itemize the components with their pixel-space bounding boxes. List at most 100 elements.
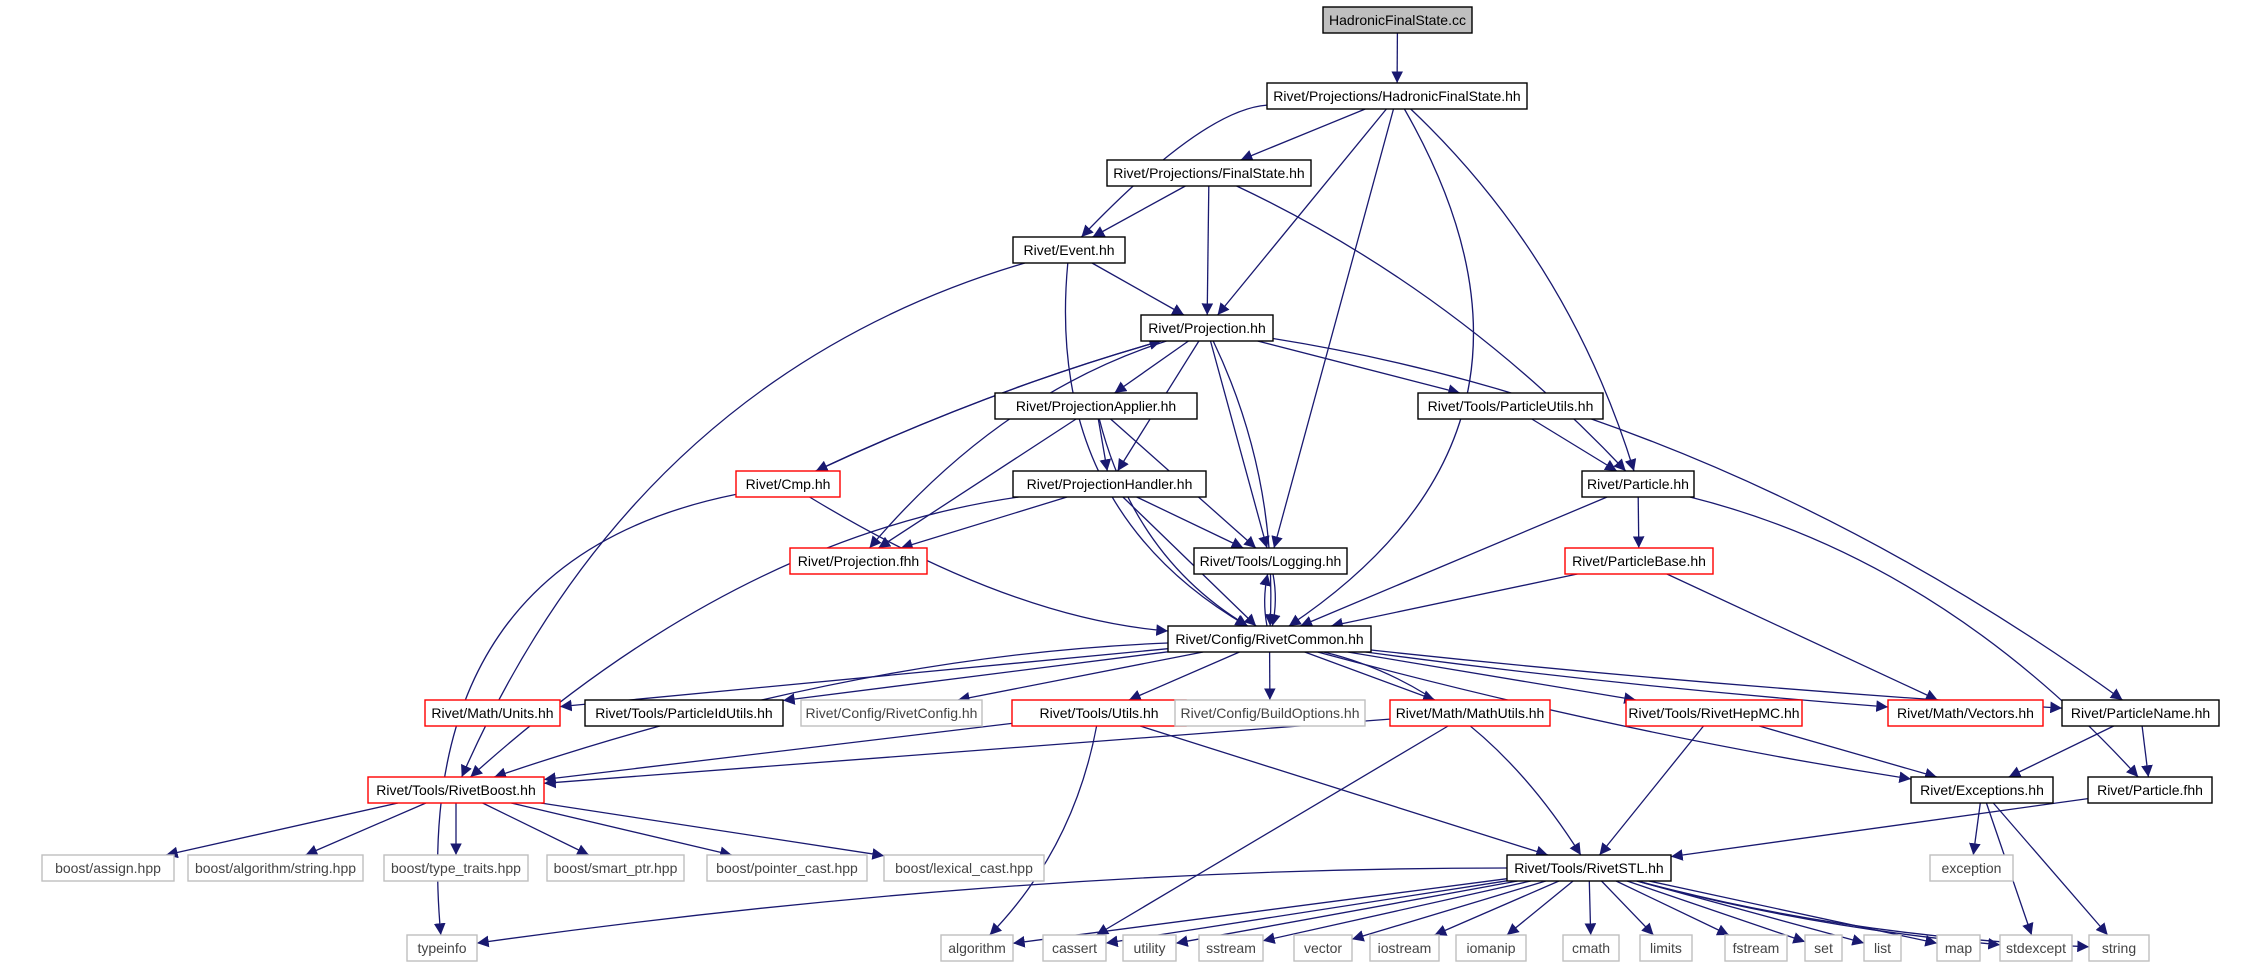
dependency-edge-partbase-to-common bbox=[1330, 573, 1578, 630]
node-box bbox=[1174, 699, 1366, 727]
dependency-edge-rivetboost-to-lexicalcast bbox=[540, 802, 885, 860]
node-box bbox=[1293, 934, 1353, 962]
dependency-edge-stl-to-limits bbox=[1601, 880, 1654, 936]
dependency-edge-stl-to-set bbox=[1626, 880, 1806, 944]
node-particle[interactable]: Rivet/Particle.hh bbox=[1581, 470, 1695, 498]
dependency-edge-logging-to-common bbox=[1269, 573, 1281, 627]
node-box bbox=[1506, 854, 1672, 882]
dependency-edge-stl-to-sstream bbox=[1262, 880, 1531, 944]
node-box bbox=[1887, 699, 2044, 727]
dependency-edge-stl-to-map bbox=[1648, 880, 1938, 947]
node-iostream: iostream bbox=[1369, 934, 1440, 962]
node-hfs_hh[interactable]: Rivet/Projections/HadronicFinalState.hh bbox=[1266, 82, 1528, 110]
dependency-edge-proj-to-logging bbox=[1209, 340, 1270, 549]
node-common[interactable]: Rivet/Config/RivetCommon.hh bbox=[1167, 625, 1372, 653]
node-box bbox=[406, 934, 478, 962]
dependency-edge-hfs_hh-to-event bbox=[1080, 104, 1268, 238]
node-rivetboost[interactable]: Rivet/Tools/RivetBoost.hh bbox=[367, 776, 545, 804]
dependency-edge-common-to-pidutils bbox=[782, 651, 1169, 705]
node-pname[interactable]: Rivet/ParticleName.hh bbox=[2061, 699, 2220, 727]
node-label: typeinfo bbox=[417, 940, 466, 956]
dependency-edge-projhandler-to-rivetboost bbox=[469, 496, 1019, 778]
node-label: exception bbox=[1942, 860, 2002, 876]
dependency-edge-common-to-exceptions bbox=[1317, 651, 1912, 783]
node-box bbox=[1167, 625, 1372, 653]
node-utils[interactable]: Rivet/Tools/Utils.hh bbox=[1011, 699, 1187, 727]
dependency-edge-hepmc-to-exceptions bbox=[1759, 725, 1937, 780]
node-box bbox=[1564, 547, 1714, 575]
dependency-edge-particle-to-particlefhh bbox=[1689, 496, 2139, 778]
node-list: list bbox=[1863, 934, 1902, 962]
node-box bbox=[584, 699, 784, 727]
node-sstream: sstream bbox=[1198, 934, 1264, 962]
node-units[interactable]: Rivet/Math/Units.hh bbox=[424, 699, 561, 727]
node-fs_hh[interactable]: Rivet/Projections/FinalState.hh bbox=[1106, 159, 1312, 187]
node-label: vector bbox=[1304, 940, 1342, 956]
node-cassert: cassert bbox=[1042, 934, 1107, 962]
node-label: Rivet/Projection.hh bbox=[1148, 320, 1266, 336]
node-box bbox=[367, 776, 545, 804]
node-hepmc[interactable]: Rivet/Tools/RivetHepMC.hh bbox=[1625, 699, 1803, 727]
dependency-edge-particlefhh-to-stl bbox=[1670, 797, 2089, 861]
dependency-edge-event-to-proj bbox=[1091, 262, 1185, 316]
node-label: list bbox=[1874, 940, 1891, 956]
node-mathutils[interactable]: Rivet/Math/MathUtils.hh bbox=[1389, 699, 1551, 727]
node-partutils[interactable]: Rivet/Tools/ParticleUtils.hh bbox=[1417, 392, 1604, 420]
dependency-edge-common-to-units bbox=[559, 648, 1169, 712]
node-exception: exception bbox=[1929, 854, 2014, 882]
node-box bbox=[1929, 854, 2014, 882]
node-box bbox=[1863, 934, 1902, 962]
node-partbase[interactable]: Rivet/ParticleBase.hh bbox=[1564, 547, 1714, 575]
node-typeinfo: typeinfo bbox=[406, 934, 478, 962]
dependency-edge-rivetboost-to-smartptr bbox=[482, 802, 590, 856]
node-projapp[interactable]: Rivet/ProjectionApplier.hh bbox=[994, 392, 1198, 420]
node-exceptions[interactable]: Rivet/Exceptions.hh bbox=[1910, 776, 2054, 804]
node-cmath: cmath bbox=[1562, 934, 1620, 962]
node-event[interactable]: Rivet/Event.hh bbox=[1012, 236, 1126, 264]
node-label: Rivet/Tools/ParticleIdUtils.hh bbox=[595, 705, 772, 721]
dependency-edge-stl-to-iomanip bbox=[1506, 880, 1574, 936]
dependency-edge-fs_hh-to-proj bbox=[1201, 185, 1214, 316]
node-cmp[interactable]: Rivet/Cmp.hh bbox=[735, 470, 841, 498]
node-smartptr: boost/smart_ptr.hpp bbox=[546, 854, 685, 882]
node-projhandler[interactable]: Rivet/ProjectionHandler.hh bbox=[1012, 470, 1207, 498]
node-box bbox=[1012, 236, 1126, 264]
node-stl[interactable]: Rivet/Tools/RivetSTL.hh bbox=[1506, 854, 1672, 882]
dependency-edge-stl-to-iostream bbox=[1434, 880, 1560, 936]
node-vectors[interactable]: Rivet/Math/Vectors.hh bbox=[1887, 699, 2044, 727]
node-vector: vector bbox=[1293, 934, 1353, 962]
node-box bbox=[2087, 776, 2213, 804]
node-hfs_cc[interactable]: HadronicFinalState.cc bbox=[1322, 6, 1473, 34]
node-logging[interactable]: Rivet/Tools/Logging.hh bbox=[1193, 547, 1348, 575]
dependency-edge-common-to-rivetboost bbox=[494, 642, 1169, 779]
node-pointercast: boost/pointer_cast.hpp bbox=[706, 854, 868, 882]
dependency-edge-proj-to-pname bbox=[1272, 337, 2123, 701]
node-box bbox=[187, 854, 364, 882]
node-lexicalcast: boost/lexical_cast.hpp bbox=[883, 854, 1045, 882]
node-box bbox=[2088, 934, 2150, 962]
dependency-edge-projapp-to-projfhh bbox=[878, 418, 1077, 549]
dependency-edge-hfs_hh-to-fs_hh bbox=[1240, 108, 1366, 161]
node-label: Rivet/Projection.fhh bbox=[798, 553, 919, 569]
node-pidutils[interactable]: Rivet/Tools/ParticleIdUtils.hh bbox=[584, 699, 784, 727]
node-box bbox=[1455, 934, 1527, 962]
node-particlefhh[interactable]: Rivet/Particle.fhh bbox=[2087, 776, 2213, 804]
node-projfhh[interactable]: Rivet/Projection.fhh bbox=[789, 547, 928, 575]
node-box bbox=[883, 854, 1045, 882]
dependency-edge-exceptions-to-exception bbox=[1969, 802, 1981, 856]
node-label: Rivet/ParticleBase.hh bbox=[1572, 553, 1706, 569]
node-label: stdexcept bbox=[2006, 940, 2066, 956]
dependency-edge-rivetboost-to-assign bbox=[165, 802, 399, 859]
dependency-edge-projhandler-to-projfhh bbox=[900, 496, 1068, 551]
node-label: boost/pointer_cast.hpp bbox=[716, 860, 858, 876]
node-proj[interactable]: Rivet/Projection.hh bbox=[1140, 314, 1274, 342]
node-label: Rivet/ProjectionApplier.hh bbox=[1016, 398, 1176, 414]
dependency-edge-hepmc-to-stl bbox=[1598, 725, 1705, 856]
node-box bbox=[1562, 934, 1620, 962]
dependency-edge-common-to-logging bbox=[1259, 573, 1271, 627]
node-label: Rivet/Tools/RivetSTL.hh bbox=[1514, 860, 1663, 876]
dependency-edge-stl-to-fstream bbox=[1615, 880, 1730, 936]
node-box bbox=[546, 854, 685, 882]
node-box bbox=[1724, 934, 1788, 962]
dependency-edge-partutils-to-particle bbox=[1531, 418, 1618, 472]
